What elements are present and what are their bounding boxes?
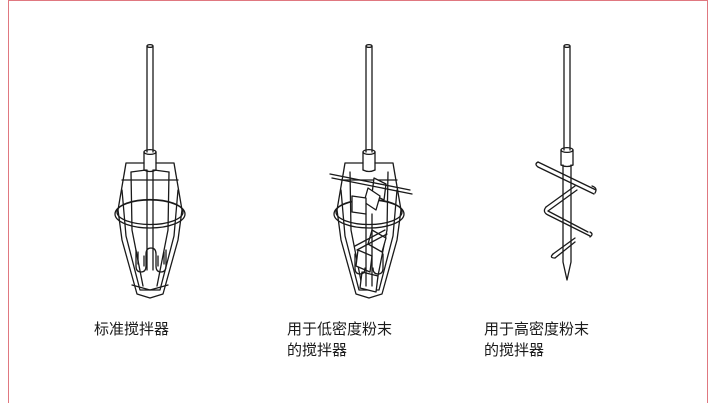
caption-line: 用于低密度粉末 [287, 320, 393, 338]
caption-line: 用于高密度粉末 [484, 320, 590, 338]
low-density-stirrer-drawing [329, 43, 413, 299]
caption-line: 的搅拌器 [484, 341, 545, 359]
high-density-stirrer-drawing [535, 43, 597, 281]
caption-line: 的搅拌器 [287, 341, 348, 359]
high-density-stirrer-caption: 用于高密度粉末 的搅拌器 [484, 319, 589, 361]
low-density-stirrer-caption: 用于低密度粉末 的搅拌器 [287, 319, 392, 361]
caption-line: 标准搅拌器 [94, 320, 170, 338]
figure-frame [8, 0, 708, 403]
standard-stirrer-caption: 标准搅拌器 [94, 319, 169, 340]
standard-stirrer-drawing [114, 43, 186, 299]
